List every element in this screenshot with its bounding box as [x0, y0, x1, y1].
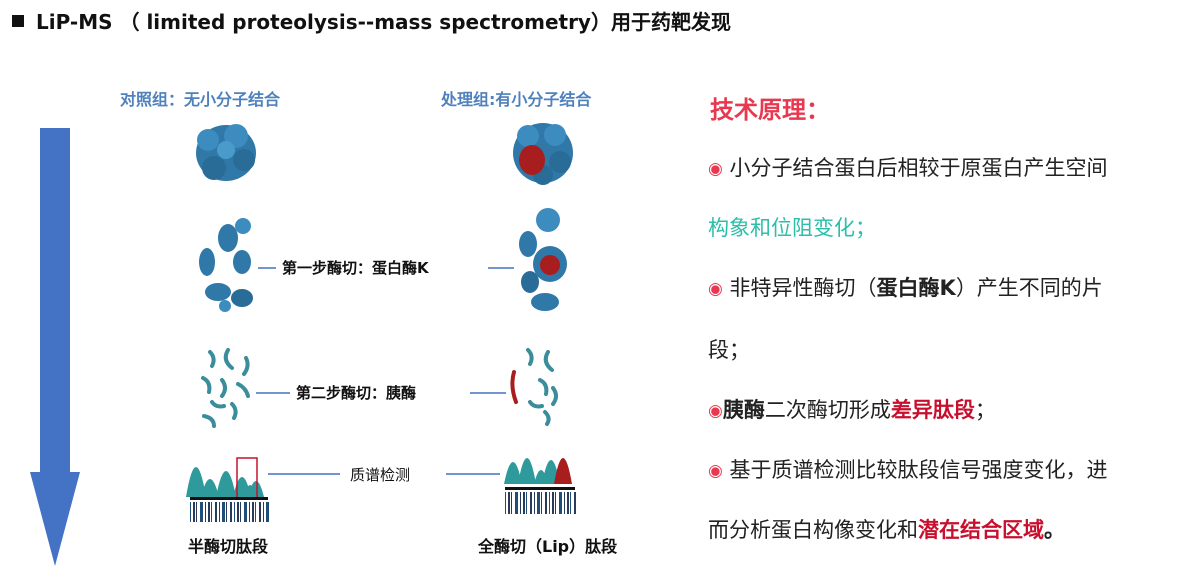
ms-peak — [248, 481, 264, 497]
square-bullet-icon — [12, 14, 24, 27]
barcode-control — [190, 497, 269, 522]
principle-point-4: ◉ 基于质谱检测比较肽段信号强度变化，进 — [708, 458, 1108, 482]
ms-peak — [518, 458, 536, 484]
ms-label: 质谱检测 — [350, 464, 411, 485]
bullet-icon: ◉ — [708, 401, 723, 421]
ms-spectrum-treated — [504, 458, 572, 484]
ms-spectrum-control — [186, 467, 264, 497]
pk-fragments-control — [199, 218, 253, 312]
principle-point-3: ◉胰酶二次酶切形成差异肽段； — [708, 398, 996, 422]
caption-semi-tryptic: 半酶切肽段 — [188, 537, 269, 556]
slide-title: LiP-MS （ limited proteolysis--mass spect… — [12, 6, 731, 35]
barcode-treated — [505, 487, 576, 514]
principle-point-1: ◉ 小分子结合蛋白后相较于原蛋白产生空间 — [708, 156, 1108, 180]
bullet-icon: ◉ — [708, 279, 723, 299]
caption-full-tryptic: 全酶切（Lip）肽段 — [478, 537, 618, 556]
ms-peak — [201, 479, 219, 497]
connector-lines — [256, 267, 514, 475]
bullet-icon: ◉ — [708, 461, 723, 481]
step1-label: 第一步酶切：蛋白酶K — [282, 257, 429, 278]
control-group-label: 对照组：无小分子结合 — [120, 90, 281, 109]
principle-point-2: ◉ 非特异性酶切（蛋白酶K）产生不同的片 — [708, 276, 1103, 300]
intact-protein-control — [196, 124, 256, 181]
peptides-control — [201, 348, 250, 428]
ms-peak — [216, 471, 236, 497]
treatment-group-label: 处理组:有小分子结合 — [441, 90, 592, 109]
step2-label: 第二步酶切：胰酶 — [296, 382, 417, 403]
process-down-arrow — [30, 128, 80, 566]
ms-peak — [554, 458, 572, 484]
peptides-treated — [510, 348, 558, 426]
ms-peak — [186, 467, 206, 497]
intact-protein-treated — [513, 123, 573, 185]
principle-heading: 技术原理： — [710, 96, 830, 124]
bullet-icon: ◉ — [708, 159, 723, 179]
principle-point-2-cont: 段； — [708, 338, 750, 362]
ms-peak — [504, 462, 522, 484]
principle-point-4-cont: 而分析蛋白构像变化和潜在结合区域。 — [708, 518, 1065, 542]
pk-fragments-treated — [519, 208, 567, 311]
principle-point-1-cont: 构象和位阻变化； — [708, 216, 876, 240]
